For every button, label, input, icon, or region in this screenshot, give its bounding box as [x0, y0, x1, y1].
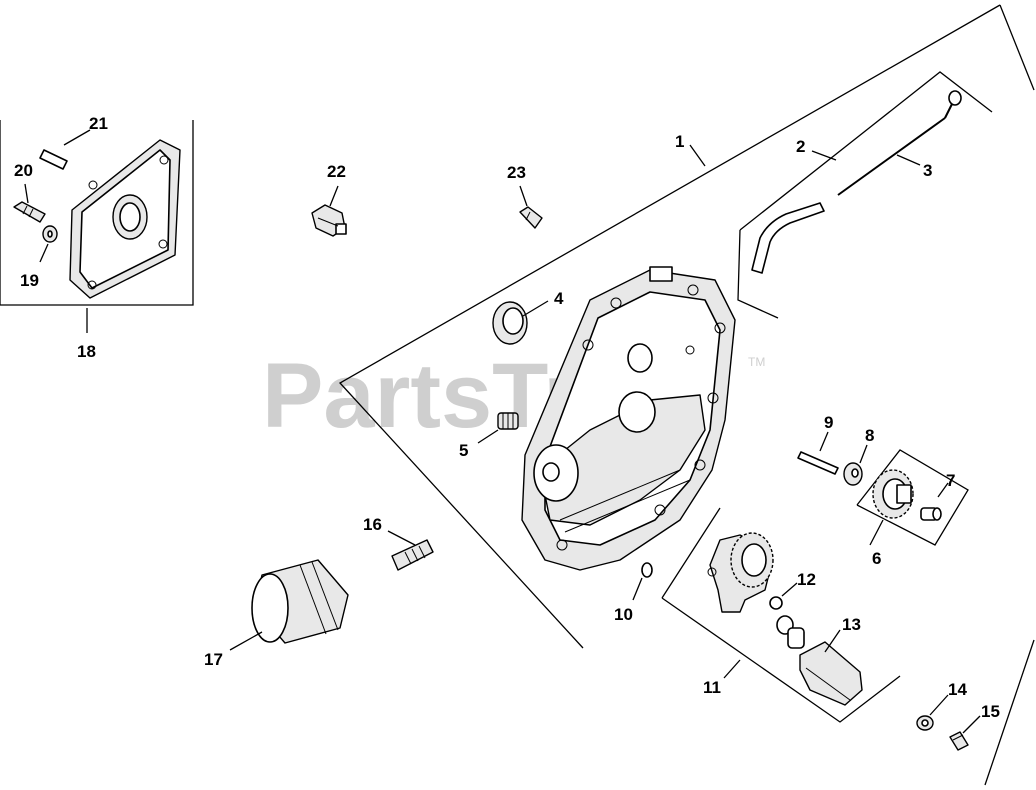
- group-outline-18: [0, 120, 194, 306]
- callout-15: 15: [981, 702, 1000, 721]
- pin-21: [39, 149, 68, 170]
- callout-18: 18: [77, 342, 96, 361]
- callout-10: 10: [614, 605, 633, 624]
- callout-1: 1: [675, 132, 684, 151]
- callout-labels: 1 2 3 4 5 6 7 8 9 10 11 12 13 14 15 16 1…: [14, 114, 1000, 721]
- washer-14: [916, 715, 934, 731]
- callout-16: 16: [363, 515, 382, 534]
- oil-pressure-switch: [311, 204, 347, 237]
- watermark-trademark: TM: [748, 355, 765, 369]
- callout-4: 4: [554, 289, 564, 308]
- callout-22: 22: [327, 162, 346, 181]
- callout-9: 9: [824, 413, 833, 432]
- group-outline-6: [856, 449, 969, 546]
- pump-gear: [872, 469, 914, 519]
- callout-23: 23: [507, 163, 526, 182]
- oil-filter: [251, 559, 349, 644]
- oil-pickup: [776, 615, 863, 706]
- screw-20: [13, 201, 46, 223]
- o-ring-12: [769, 596, 783, 610]
- breather-cover: [69, 139, 181, 299]
- callout-11: 11: [703, 678, 721, 697]
- callout-21: 21: [89, 114, 108, 133]
- screw-23: [519, 206, 543, 229]
- o-ring-10: [641, 562, 653, 578]
- callout-20: 20: [14, 161, 33, 180]
- callout-14: 14: [948, 680, 967, 699]
- gear-shaft: [920, 507, 942, 521]
- callout-19: 19: [20, 271, 39, 290]
- pin: [797, 451, 839, 475]
- callout-8: 8: [865, 426, 874, 445]
- callout-12: 12: [797, 570, 816, 589]
- callout-3: 3: [923, 161, 932, 180]
- group-outline-11: [661, 507, 721, 599]
- washer-19: [42, 225, 58, 243]
- group-outline-1: [338, 4, 1001, 649]
- oil-seal: [492, 301, 528, 345]
- dipstick: [837, 90, 962, 196]
- callout-2: 2: [796, 137, 805, 156]
- screw-15: [949, 731, 969, 751]
- callout-7: 7: [946, 471, 955, 490]
- oil-pump: [707, 532, 774, 613]
- filter-fitting: [391, 539, 434, 571]
- callout-17: 17: [204, 650, 223, 669]
- pipe-plug: [497, 412, 519, 430]
- callout-5: 5: [459, 441, 468, 460]
- group-outline-dipstick: [739, 71, 993, 231]
- crankcase-cover: [521, 266, 736, 571]
- callout-13: 13: [842, 615, 861, 634]
- dipstick-tube: [751, 202, 825, 274]
- callout-6: 6: [872, 549, 881, 568]
- leader-lines: [24, 129, 981, 734]
- washer: [843, 462, 863, 486]
